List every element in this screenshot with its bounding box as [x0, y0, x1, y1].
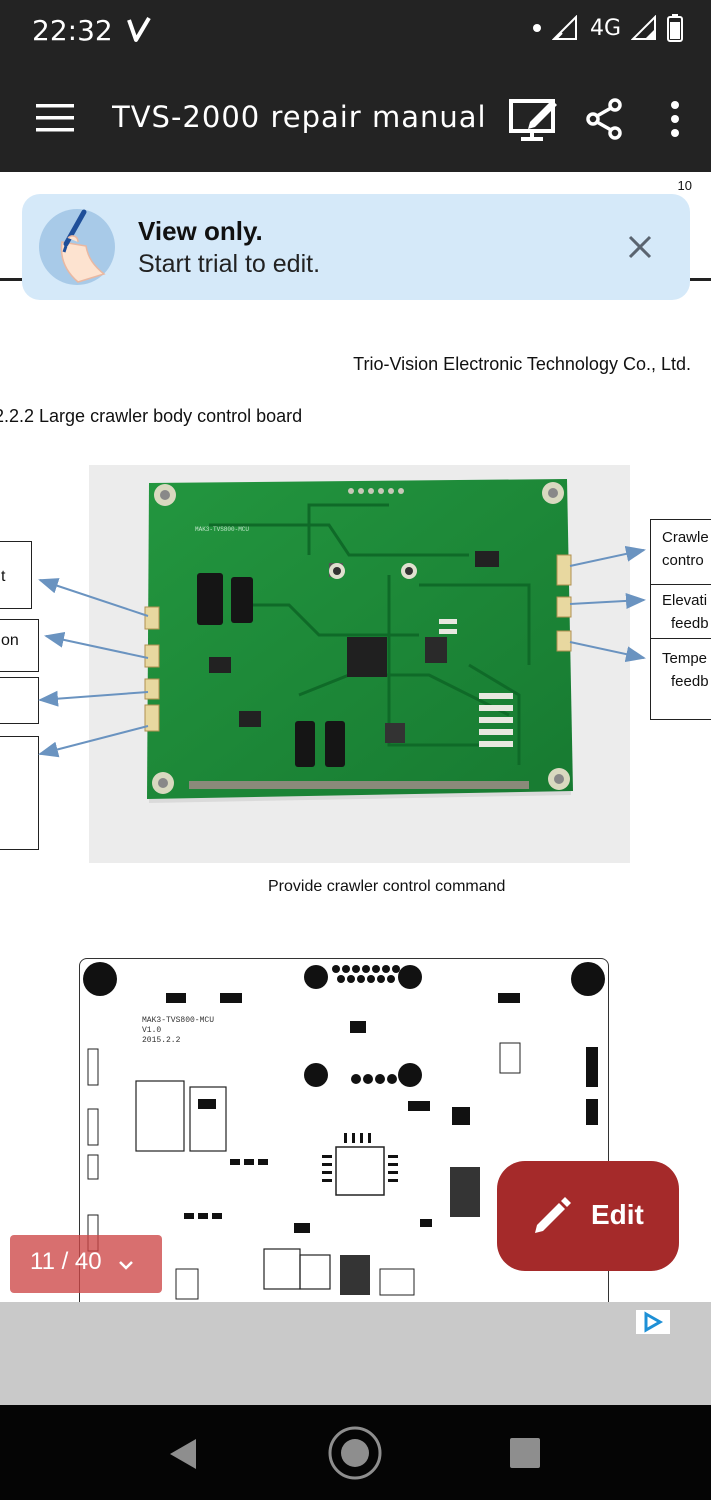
more-icon[interactable] — [668, 100, 682, 138]
silk-date: 2015.2.2 — [142, 1036, 181, 1045]
pcb-photo: MAK3-TVS800-MCU — [89, 465, 630, 863]
battery-icon — [667, 14, 683, 42]
right-label-box-3: Tempe feedb — [650, 638, 711, 720]
page-indicator[interactable]: 11 / 40 — [10, 1235, 162, 1293]
ad-choices-icon[interactable] — [636, 1310, 670, 1334]
section-heading: 2.2.2 Large crawler body control board — [0, 406, 303, 426]
document-page[interactable]: 10 Trio-Vision Electronic Technology Co.… — [0, 172, 711, 1302]
right-label-2-line2: feedb — [671, 615, 709, 632]
pencil-icon — [535, 1197, 571, 1233]
menu-icon[interactable] — [36, 104, 76, 132]
right-label-box-2: Elevati feedb — [650, 584, 711, 643]
status-time: 22:32 — [32, 14, 113, 47]
signal-icon — [551, 15, 577, 40]
silkscreen-layout — [83, 962, 605, 1300]
app-bar: TVS-2000 repair manual v... — [0, 62, 711, 172]
left-label-2: on — [1, 632, 19, 649]
document-title: TVS-2000 repair manual v... — [112, 100, 492, 134]
left-label-1: t — [1, 568, 6, 585]
figure-caption: Provide crawler control command — [268, 878, 506, 895]
silk-board-name: MAK3-TVS800-MCU — [142, 1016, 215, 1025]
edit-label: Edit — [591, 1199, 644, 1230]
navigation-bar — [0, 1405, 711, 1500]
back-icon[interactable] — [168, 1437, 198, 1471]
left-label-box-1: t — [0, 541, 32, 609]
left-label-box-2: on — [0, 619, 39, 672]
share-icon[interactable] — [585, 98, 625, 140]
home-icon[interactable] — [327, 1425, 383, 1481]
page-indicator-label: 11 / 40 — [30, 1248, 102, 1275]
signal-icon — [631, 15, 656, 40]
silk-version: V1.0 — [142, 1026, 162, 1035]
chevron-down-icon — [119, 1261, 133, 1270]
callout-arrows — [38, 545, 646, 758]
close-icon[interactable] — [628, 235, 652, 259]
network-type: 4G — [589, 15, 621, 41]
banner-subtitle: Start trial to edit. — [138, 250, 321, 278]
view-only-banner: View only. Start trial to edit. — [22, 194, 690, 300]
left-label-box-4 — [0, 736, 39, 850]
right-label-box-1: Crawle contro — [650, 519, 711, 585]
present-icon[interactable] — [508, 96, 560, 142]
status-icons: 4G — [532, 14, 683, 42]
pcb-board-image: MAK3-TVS800-MCU — [89, 465, 630, 863]
check-icon — [127, 16, 151, 42]
left-label-box-3 — [0, 677, 39, 724]
right-label-2-line1: Elevati — [662, 592, 708, 609]
ad-banner[interactable] — [0, 1302, 711, 1405]
svg-text:MAK3-TVS800-MCU: MAK3-TVS800-MCU — [195, 526, 249, 533]
right-label-3-line1: Tempe — [662, 650, 708, 667]
recents-icon[interactable] — [510, 1438, 540, 1468]
company-name: Trio-Vision Electronic Technology Co., L… — [353, 354, 691, 374]
right-label-1-line1: Crawle — [662, 529, 709, 546]
right-label-1-line2: contro — [662, 552, 704, 569]
status-bar: 22:32 4G — [0, 0, 711, 62]
page-number: 10 — [677, 178, 692, 193]
pen-hand-icon — [39, 209, 115, 285]
edit-button[interactable]: Edit — [497, 1161, 679, 1271]
right-label-3-line2: feedb — [671, 673, 709, 690]
dot-icon — [532, 24, 541, 32]
banner-title: View only. — [138, 216, 263, 246]
